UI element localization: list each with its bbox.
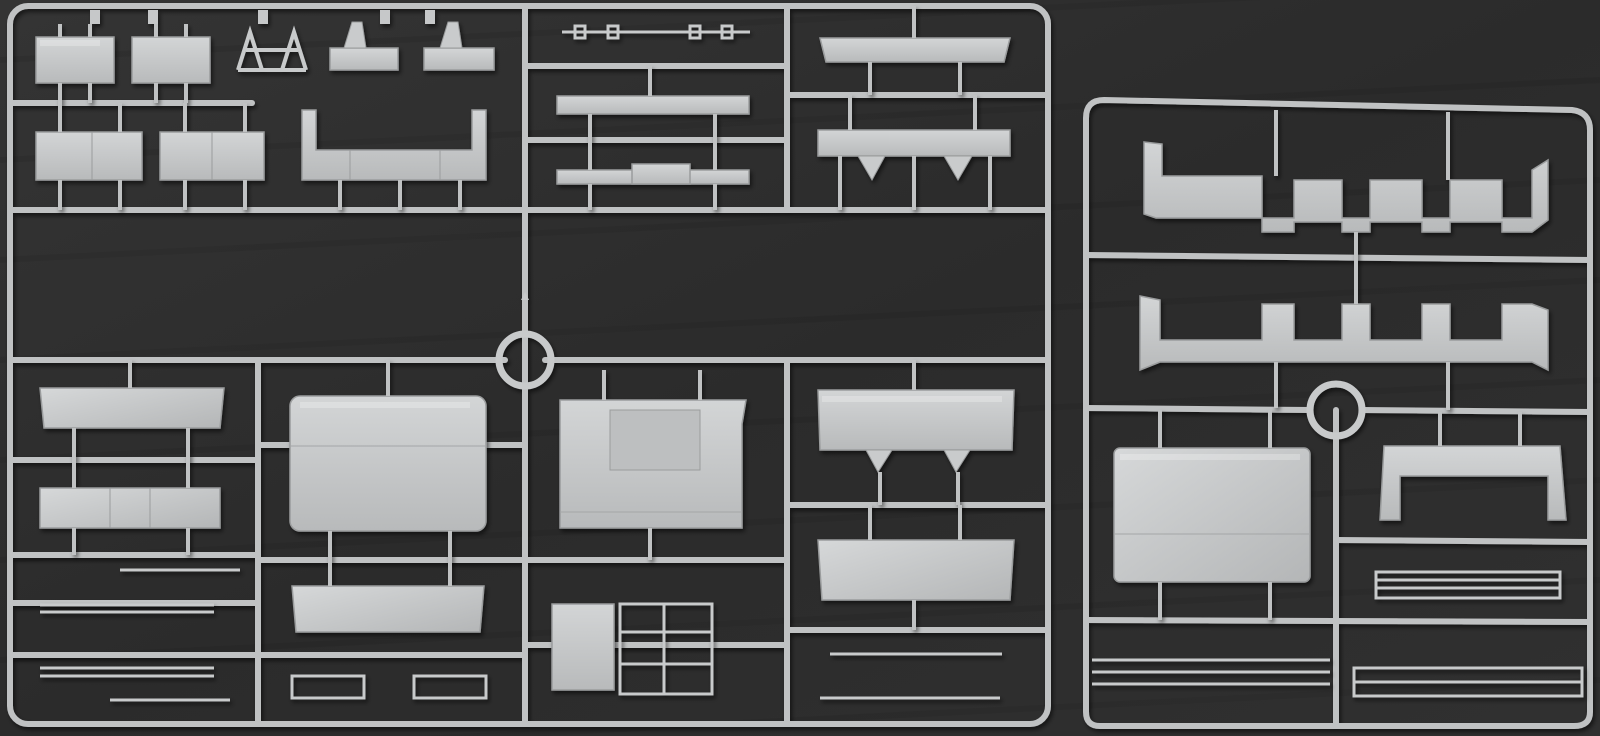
large-sprue-top-left-parts xyxy=(35,10,495,210)
large-sprue-top-right-parts xyxy=(817,6,1011,210)
large-sprue-bottom-left-parts xyxy=(39,360,240,702)
small-sprue-parts xyxy=(1092,110,1584,698)
plastic-highlights xyxy=(40,40,1300,460)
large-sprue-bottom-middle-left-parts xyxy=(289,360,488,700)
small-sprue-frame xyxy=(1083,96,1593,729)
large-sprue-bottom-right-parts xyxy=(817,360,1015,700)
large-sprue-top-middle-parts xyxy=(556,24,750,210)
large-sprue-bottom-middle-right-parts xyxy=(551,370,747,696)
